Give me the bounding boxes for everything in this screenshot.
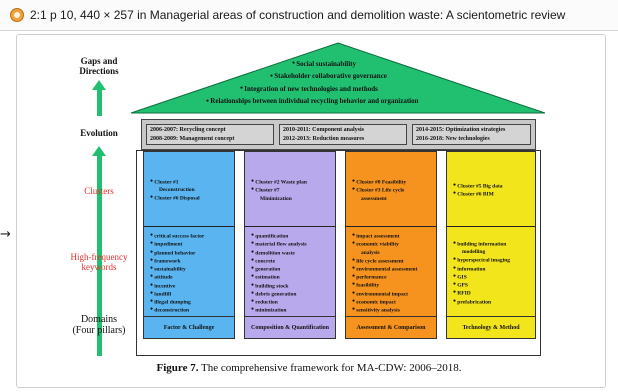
header-title: 2:1 p 10, 440 × 257 in Managerial areas … <box>30 8 566 22</box>
roof-item: Integration of new technologies and meth… <box>200 83 500 95</box>
viewer-header: 2:1 p 10, 440 × 257 in Managerial areas … <box>0 0 618 31</box>
figure-caption: Figure 7. The comprehensive framework fo… <box>0 362 618 374</box>
domain-label: Assessment & Comparison <box>346 316 436 338</box>
roof-list: Social sustainability Stakeholder collab… <box>200 58 500 108</box>
pillar-composition-quantification: Cluster #2 Waste plan Cluster #7 Minimiz… <box>244 151 336 339</box>
keywords-label: High-frequency keywords <box>70 252 128 272</box>
pillars-container: Cluster #1 Deconstruction Cluster #6 Dis… <box>136 150 541 356</box>
clusters-label: Clusters <box>84 186 114 196</box>
keyword-list: impact assessmenteconomic viability anal… <box>352 232 417 314</box>
pillar-technology-method: Cluster #5 Big data Cluster #6 BIM build… <box>446 151 536 339</box>
cluster-list: Cluster #1 Deconstruction Cluster #6 Dis… <box>150 178 199 203</box>
evolution-label: Evolution <box>80 128 118 138</box>
pointer-arrow-icon: → <box>0 227 11 242</box>
up-arrow-icon <box>92 80 106 116</box>
pillar-factor-challenge: Cluster #1 Deconstruction Cluster #6 Dis… <box>143 151 235 339</box>
domains-label: Domains (Four pillars) <box>72 314 126 336</box>
cluster-list: Cluster #0 Feasibility Cluster #3 Life c… <box>352 178 406 203</box>
cluster-list: Cluster #2 Waste plan Cluster #7 Minimiz… <box>251 178 307 203</box>
domain-label: Composition & Quantification <box>245 316 335 338</box>
domain-label: Factor & Challenge <box>144 316 234 338</box>
caption-text: The comprehensive framework for MA-CDW: … <box>198 362 462 374</box>
roof-item: Relationships between individual recycli… <box>200 95 500 107</box>
image-badge-icon <box>10 8 24 22</box>
caption-label: Figure 7. <box>156 362 199 374</box>
domain-label: Technology & Method <box>447 316 535 338</box>
roof-item: Social sustainability <box>200 58 500 70</box>
keyword-list: critical success factorimpediment planne… <box>150 232 204 315</box>
keyword-list: quantificationmaterial flow analysis dem… <box>251 232 306 315</box>
cluster-list: Cluster #5 Big data Cluster #6 BIM <box>453 182 502 199</box>
gaps-label: Gaps and Directions <box>79 56 119 76</box>
up-arrow-icon <box>92 146 106 356</box>
pillar-assessment-comparison: Cluster #0 Feasibility Cluster #3 Life c… <box>345 151 437 339</box>
roof-item: Stakeholder collaborative governance <box>200 70 500 82</box>
